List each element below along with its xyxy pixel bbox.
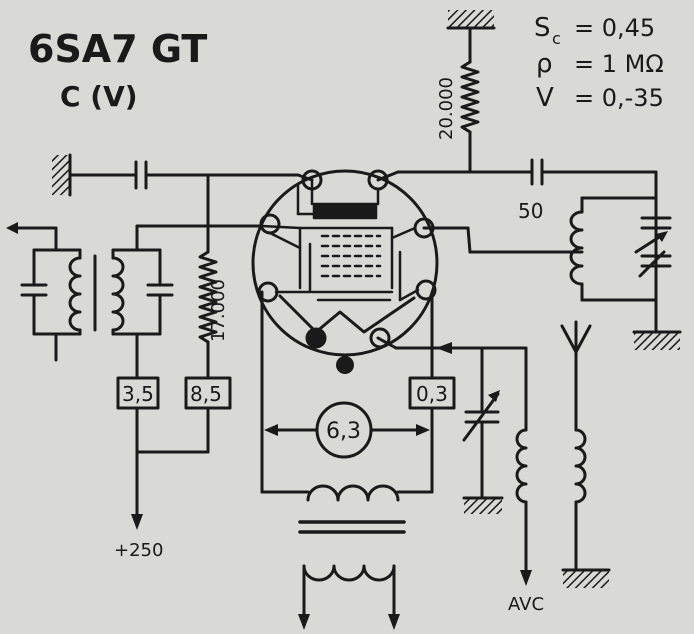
tube-pin-key — [305, 327, 327, 349]
heater-voltage-circle — [315, 401, 373, 459]
resistor-left — [198, 250, 218, 344]
resistor-top-value: 20.000 — [436, 77, 457, 140]
resistor-left-value: 17.000 — [208, 279, 229, 342]
trimmer-capacitor — [462, 346, 500, 500]
tube-pin — [369, 327, 391, 349]
mains-winding — [298, 564, 400, 630]
ground-symbol-top — [446, 10, 496, 30]
param-sc-value: = 0,45 — [574, 14, 655, 42]
supply-voltage-label: +250 — [114, 540, 163, 561]
heater-winding — [306, 484, 400, 502]
box-right — [408, 376, 456, 410]
tube-electrodes — [260, 178, 420, 374]
ground-symbol-trimmer — [462, 496, 504, 514]
heater-voltage-value: 6,3 — [326, 419, 361, 444]
resistor-top — [460, 60, 480, 134]
param-v-label: V — [536, 83, 554, 113]
box-left — [116, 376, 160, 410]
if-transformer-left — [14, 224, 264, 380]
tube-envelope — [251, 169, 439, 357]
oscillator-tank — [569, 196, 672, 302]
capacitor-right-value: 50 — [518, 199, 543, 223]
ground-symbol-right — [632, 330, 682, 350]
box-mid — [184, 376, 232, 410]
supply-arrow — [131, 514, 143, 530]
ground-symbol-left — [52, 153, 72, 197]
avc-coil — [515, 428, 532, 586]
box-left-value: 3,5 — [122, 382, 154, 406]
tube-pin — [259, 213, 281, 235]
avc-arrow — [520, 570, 532, 586]
param-sc-sub: c — [552, 29, 561, 48]
ground-symbol-antenna — [561, 568, 611, 588]
box-right-value: 0,3 — [416, 382, 448, 406]
param-sc-label: S — [534, 13, 551, 43]
avc-label: AVC — [508, 594, 544, 615]
tube-title: 6SA7 GT — [28, 27, 207, 71]
box-mid-value: 8,5 — [190, 382, 222, 406]
tube-subtitle: C (V) — [60, 80, 138, 113]
param-rho-value: = 1 MΩ — [574, 50, 664, 78]
param-rho-label: ρ — [536, 49, 553, 79]
antenna — [560, 320, 592, 572]
param-v-value: = 0,-35 — [574, 84, 664, 112]
